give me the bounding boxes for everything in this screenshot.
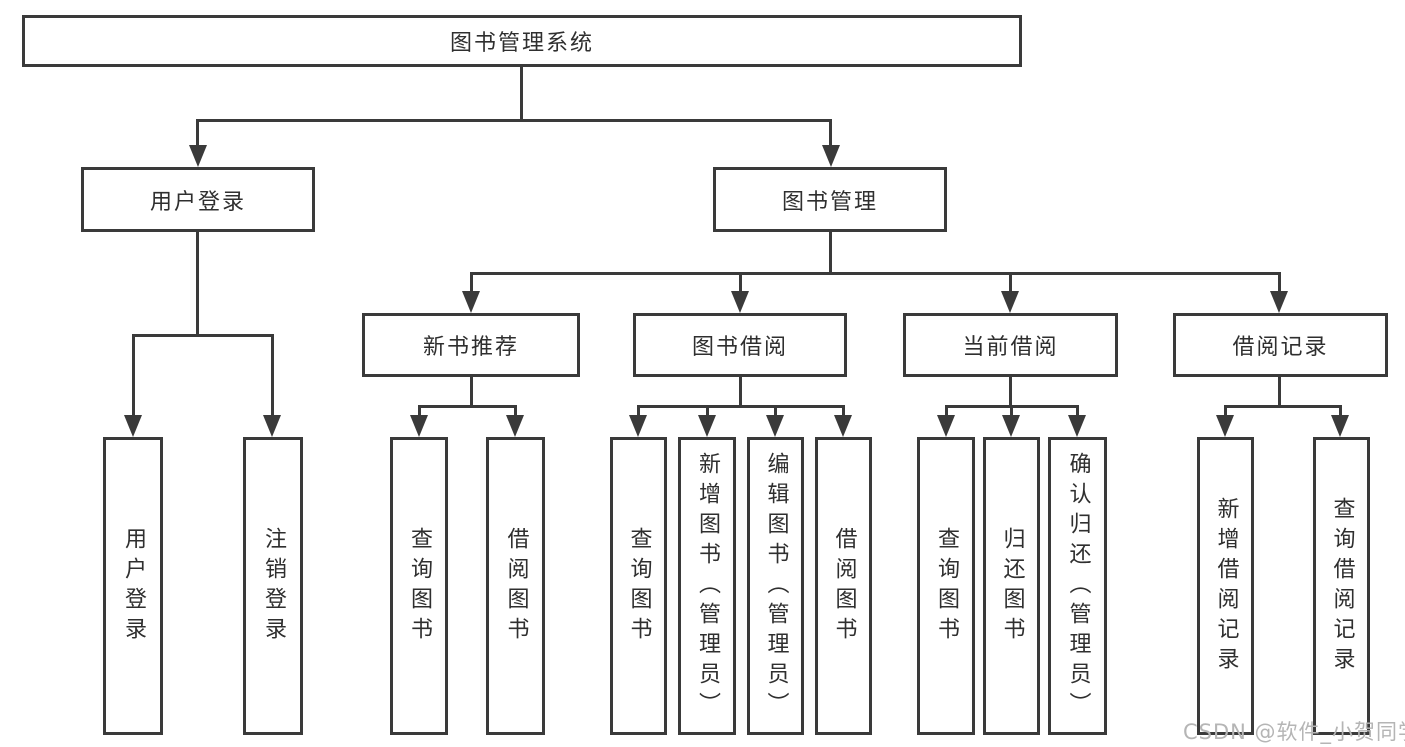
connector-line	[1339, 405, 1342, 417]
connector-line	[829, 119, 832, 147]
connector-line	[470, 272, 473, 292]
connector-line	[945, 405, 948, 417]
connector-line	[637, 405, 640, 417]
connector-line	[197, 119, 832, 122]
node-borrow-books-borrowing: 借阅图书	[815, 437, 872, 735]
connector-line	[829, 232, 832, 274]
node-library-management-system: 图书管理系统	[22, 15, 1022, 67]
node-user-login-action: 用户登录	[103, 437, 163, 735]
arrow-down-icon	[263, 415, 281, 437]
arrow-down-icon	[410, 415, 428, 437]
connector-line	[1278, 272, 1281, 292]
connector-line	[196, 119, 199, 147]
connector-line	[706, 405, 709, 417]
connector-line	[1278, 377, 1281, 408]
node-book-borrowing: 图书借阅	[633, 313, 847, 377]
arrow-down-icon	[1068, 415, 1086, 437]
node-query-books-recommend: 查询图书	[390, 437, 448, 735]
node-user-login: 用户登录	[81, 167, 315, 232]
connector-line	[470, 377, 473, 408]
connector-line	[470, 272, 1281, 275]
arrow-down-icon	[462, 291, 480, 313]
arrow-down-icon	[189, 145, 207, 167]
connector-line	[196, 232, 199, 337]
node-borrowing-records: 借阅记录	[1173, 313, 1388, 377]
node-logout-action: 注销登录	[243, 437, 303, 735]
arrow-down-icon	[1216, 415, 1234, 437]
node-add-borrow-record: 新增借阅记录	[1197, 437, 1254, 735]
connector-line	[418, 405, 517, 408]
arrow-down-icon	[1002, 415, 1020, 437]
connector-line	[132, 334, 135, 416]
arrow-down-icon	[1001, 291, 1019, 313]
connector-line	[774, 405, 777, 417]
node-edit-book-admin: 编辑图书（管理员）	[747, 437, 804, 735]
arrow-down-icon	[937, 415, 955, 437]
node-add-book-admin: 新增图书（管理员）	[678, 437, 736, 735]
connector-line	[1224, 405, 1227, 417]
connector-line	[132, 334, 274, 337]
connector-line	[1010, 405, 1013, 417]
arrow-down-icon	[1331, 415, 1349, 437]
arrow-down-icon	[766, 415, 784, 437]
connector-line	[739, 272, 742, 292]
connector-line	[520, 67, 523, 122]
arrow-down-icon	[506, 415, 524, 437]
connector-line	[842, 405, 845, 417]
node-book-management: 图书管理	[713, 167, 947, 232]
arrow-down-icon	[1270, 291, 1288, 313]
arrow-down-icon	[731, 291, 749, 313]
arrow-down-icon	[822, 145, 840, 167]
arrow-down-icon	[629, 415, 647, 437]
arrow-down-icon	[698, 415, 716, 437]
arrow-down-icon	[124, 415, 142, 437]
connector-line	[1009, 377, 1012, 408]
connector-line	[739, 377, 742, 408]
connector-line	[514, 405, 517, 417]
node-confirm-return-admin: 确认归还（管理员）	[1048, 437, 1107, 735]
connector-line	[1009, 272, 1012, 292]
connector-line	[1076, 405, 1079, 417]
node-query-borrow-record: 查询借阅记录	[1313, 437, 1370, 735]
arrow-down-icon	[834, 415, 852, 437]
node-borrow-books-recommend: 借阅图书	[486, 437, 545, 735]
node-return-books: 归还图书	[983, 437, 1040, 735]
node-query-books-current: 查询图书	[917, 437, 975, 735]
connector-line	[418, 405, 421, 417]
node-current-borrowing: 当前借阅	[903, 313, 1118, 377]
connector-line	[271, 334, 274, 416]
node-query-books-borrowing: 查询图书	[610, 437, 667, 735]
watermark-text: CSDN @软件_小贺同学	[1183, 720, 1405, 744]
connector-line	[637, 405, 845, 408]
node-new-book-recommendation: 新书推荐	[362, 313, 580, 377]
connector-line	[1224, 405, 1342, 408]
